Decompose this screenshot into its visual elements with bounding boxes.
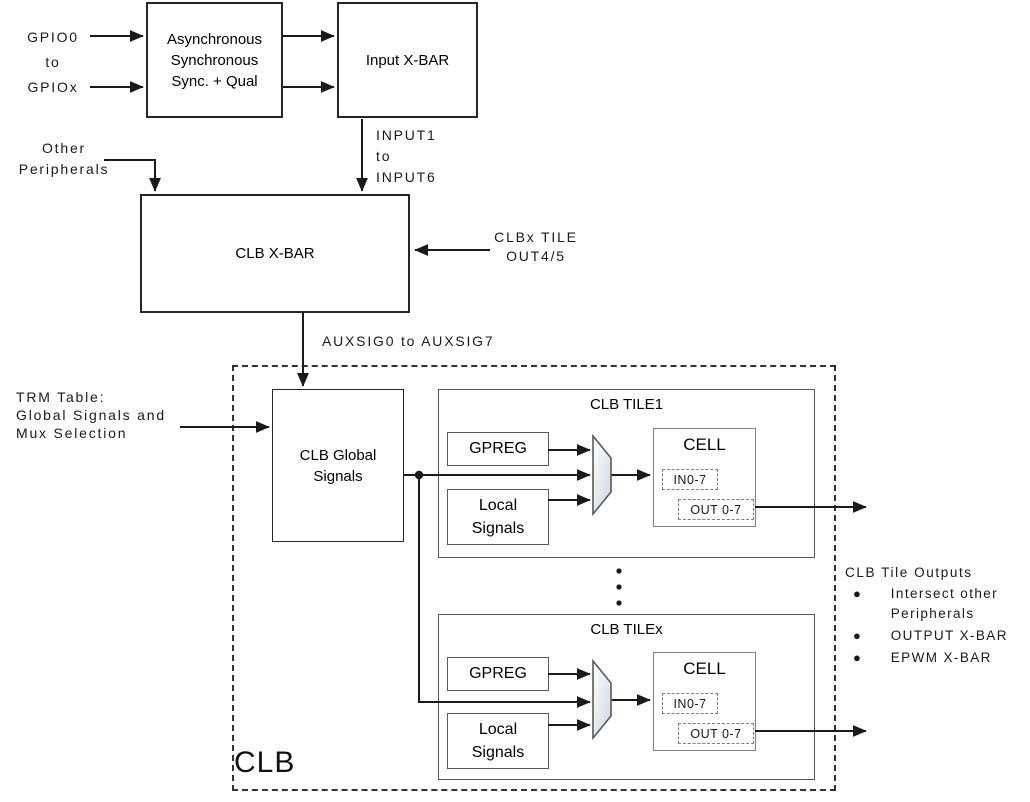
clb-container-label: CLB — [234, 746, 296, 779]
tile-outputs-heading: CLB Tile Outputs — [845, 565, 973, 580]
clb-xbar-box: CLB X-BAR — [140, 194, 410, 313]
tilex-cell-in-box: IN0-7 — [662, 693, 718, 714]
tilex-cell-title: CELL — [683, 659, 726, 678]
async-sync-qual-box: Asynchronous Synchronous Sync. + Qual — [146, 2, 283, 118]
clb-tile-outputs-note: CLB Tile Outputs ● Intersect other Perip… — [845, 565, 1030, 668]
tile1-local-signals-box: Local Signals — [447, 489, 549, 545]
input-xbar-box: Input X-BAR — [337, 2, 478, 118]
gpio-from-label: GPIO0 — [27, 29, 79, 45]
input-xbar-label: Input X-BAR — [365, 51, 450, 69]
other-peripherals-label: Other Peripherals — [18, 140, 110, 177]
trm-table-label: TRM Table: Global Signals and Mux Select… — [16, 389, 166, 441]
tile1-cell-in-box: IN0-7 — [662, 469, 718, 490]
tile-outputs-bullet-1: ● Intersect other Peripherals — [845, 584, 1030, 624]
tile1-cell-title: CELL — [683, 435, 726, 454]
gpio-to-label: GPIOx — [27, 79, 79, 95]
tile1-cell-out-box: OUT 0-7 — [678, 499, 754, 520]
tile1-gpreg-box: GPREG — [447, 432, 549, 466]
clbx-tile-feedback-label: CLBx TILE OUT4/5 — [494, 229, 578, 264]
async-sync-line3: Sync. + Qual — [171, 72, 258, 90]
clb-tile1: CLB TILE1 GPREG Local Signals CELL IN0-7… — [438, 389, 815, 558]
tilex-cell-out-box: OUT 0-7 — [678, 723, 754, 744]
tile-outputs-bullet-2: ● OUTPUT X-BAR — [845, 626, 1030, 646]
clb-global-signals-box: CLB Global Signals — [272, 389, 404, 542]
auxsig-label: AUXSIG0 to AUXSIG7 — [322, 333, 495, 349]
clb-tilex: CLB TILEx GPREG Local Signals CELL IN0-7… — [438, 614, 815, 780]
bullet-icon: ● — [853, 650, 861, 665]
tile-outputs-bullet-3: ● EPWM X-BAR — [845, 648, 1030, 668]
clb-tilex-title: CLB TILEx — [590, 621, 663, 638]
async-sync-line2: Synchronous — [170, 51, 259, 69]
bullet-icon: ● — [853, 586, 861, 601]
clb-container — [232, 365, 836, 791]
input-signal-range-label: INPUT1 to INPUT6 — [376, 127, 437, 185]
tilex-cell-box: CELL IN0-7 OUT 0-7 — [653, 652, 756, 751]
tile1-cell-box: CELL IN0-7 OUT 0-7 — [653, 428, 756, 527]
async-sync-line1: Asynchronous — [166, 30, 263, 48]
clb-tile1-title: CLB TILE1 — [589, 396, 664, 413]
gpio-mid-label: to — [45, 54, 61, 70]
tilex-gpreg-box: GPREG — [447, 657, 549, 691]
tilex-local-signals-box: Local Signals — [447, 713, 549, 769]
bullet-icon: ● — [853, 628, 861, 643]
clb-xbar-label: CLB X-BAR — [235, 245, 315, 262]
